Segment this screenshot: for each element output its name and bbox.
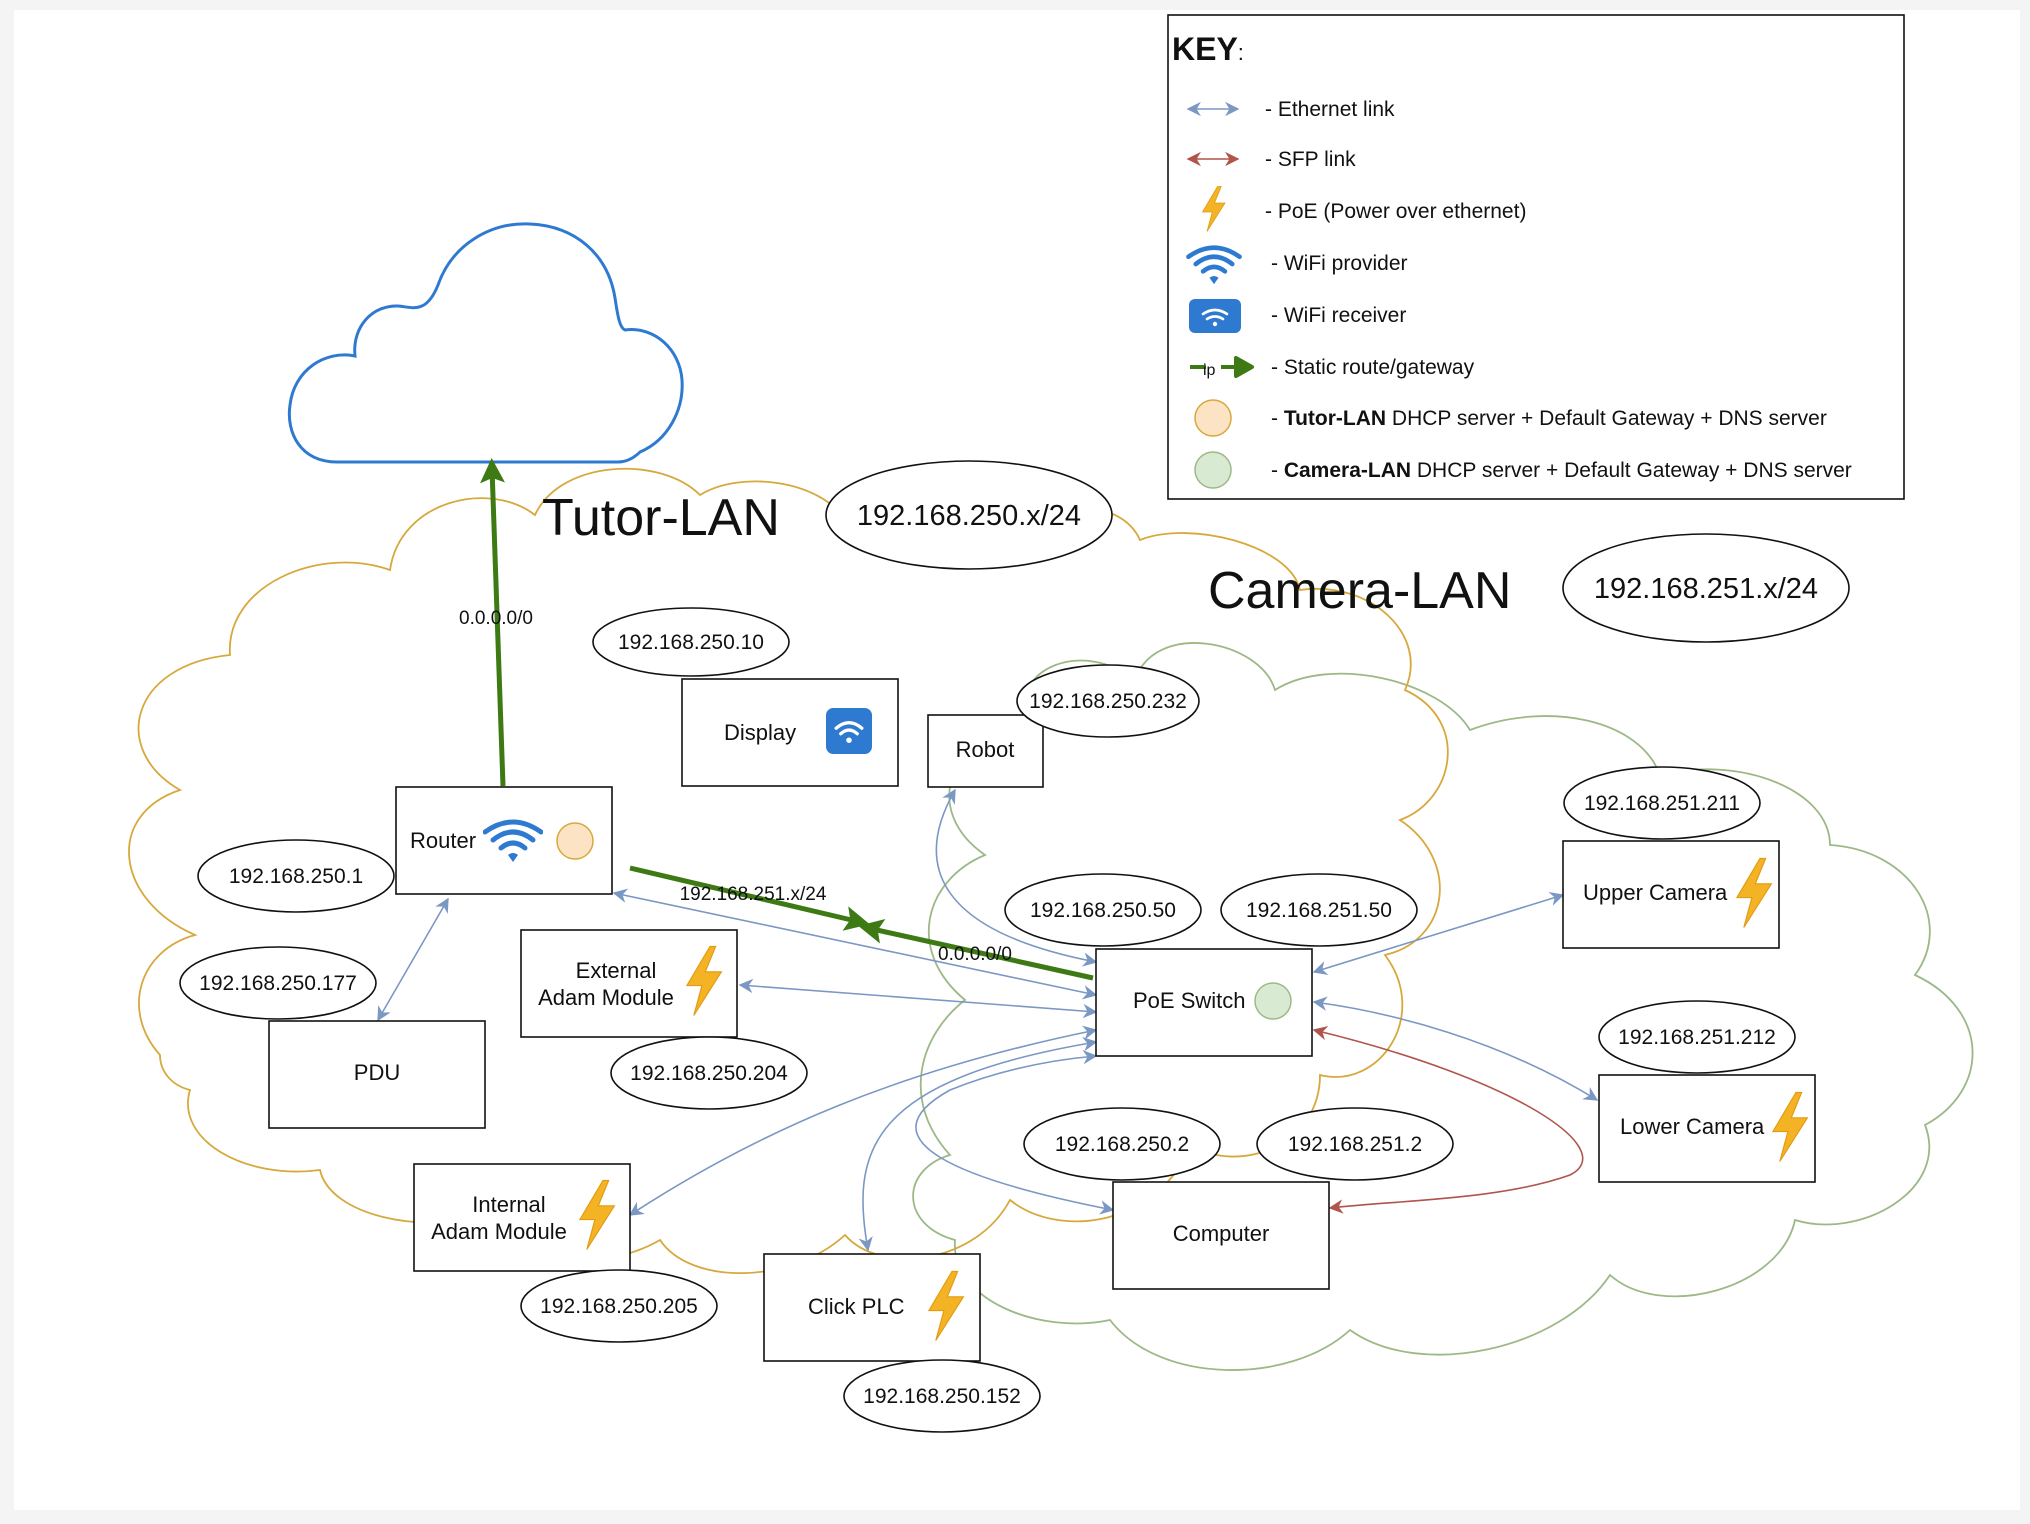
camera-subnet-ellipse: [1562, 533, 1850, 643]
tutor-dhcp-icon: [1194, 399, 1232, 437]
camera-dhcp-icon: [1254, 982, 1292, 1020]
link-router-pdu: [377, 897, 449, 1022]
computer-camera-ip: 192.168.251.2: [1288, 1133, 1422, 1156]
display-label: Display: [724, 720, 796, 745]
camera-dhcp-icon: [1194, 451, 1232, 489]
computer-label: Computer: [1173, 1221, 1270, 1246]
router-ip: 192.168.250.1: [229, 865, 363, 888]
robot-ip-ellipse: [1016, 664, 1200, 738]
poe-switch-node: PoE Switch: [1095, 948, 1313, 1057]
to-tutor-route-label: 0.0.0.0/0: [938, 944, 1012, 965]
link-external-adam-switch: [738, 978, 1098, 1019]
internal-adam-node: Internal Adam Module: [413, 1163, 631, 1272]
svg-text:- Static route/gateway: - Static route/gateway: [1271, 356, 1475, 379]
tutor-subnet-ellipse: [825, 460, 1113, 570]
computer-tutor-ip: 192.168.250.2: [1055, 1133, 1189, 1156]
svg-text:- PoE (Power over ethernet): - PoE (Power over ethernet): [1265, 200, 1526, 223]
pdu-ip-ellipse: [179, 946, 377, 1020]
static-route-icon-text: ip: [1203, 362, 1216, 379]
click-plc-node: Click PLC: [763, 1253, 981, 1362]
tutor-lan-cloud: [128, 468, 1449, 1275]
external-adam-ip: 192.168.250.204: [630, 1062, 788, 1085]
upper-camera-ip: 192.168.251.211: [1584, 792, 1740, 815]
external-adam-ip-ellipse: [610, 1036, 808, 1110]
ethernet-links: [377, 788, 1599, 1252]
link-router-switch: [612, 888, 1098, 1000]
computer-camera-ip-ellipse: [1256, 1107, 1454, 1181]
external-adam-label-1: External: [576, 958, 657, 983]
router-label: Router: [410, 828, 476, 853]
upper-camera-label: Upper Camera: [1583, 880, 1728, 905]
link-lower-camera-switch: [1312, 996, 1599, 1101]
legend-poe: - PoE (Power over ethernet): [1202, 186, 1526, 232]
tutor-lan-title: Tutor-LAN: [542, 489, 780, 547]
legend-ethernet: - Ethernet link: [1186, 98, 1395, 121]
svg-text:- Ethernet link: - Ethernet link: [1265, 98, 1395, 121]
display-node: Display: [681, 678, 899, 787]
click-plc-label: Click PLC: [808, 1294, 905, 1319]
camera-subnet-label: 192.168.251.x/24: [1594, 573, 1818, 605]
router-node: Router: [395, 786, 613, 895]
pdu-ip: 192.168.250.177: [199, 972, 357, 995]
route-to-internet: [480, 458, 506, 787]
internal-adam-label-2: Adam Module: [431, 1219, 567, 1244]
link-computer-switch: [915, 1049, 1115, 1215]
lower-camera-node: Lower Camera: [1598, 1074, 1816, 1183]
upper-camera-ip-ellipse: [1563, 766, 1761, 840]
legend: KEY: - Ethernet link - SFP link - PoE (P…: [1167, 14, 1905, 500]
link-upper-camera-switch: [1312, 891, 1565, 976]
camera-lan-title: Camera-LAN: [1208, 562, 1511, 620]
static-route-icon: [1221, 356, 1254, 378]
lower-camera-ip-ellipse: [1598, 1000, 1796, 1074]
display-ip-ellipse: [592, 607, 790, 677]
click-plc-ip: 192.168.250.152: [863, 1385, 1021, 1408]
computer-tutor-ip-ellipse: [1023, 1107, 1221, 1181]
switch-tutor-ip-ellipse: [1004, 873, 1202, 947]
router-ip-ellipse: [197, 839, 395, 913]
robot-label: Robot: [956, 737, 1015, 762]
svg-text:- WiFi receiver: - WiFi receiver: [1271, 304, 1406, 327]
pdu-node: PDU: [268, 1020, 486, 1129]
internal-adam-label-1: Internal: [472, 1192, 545, 1217]
internal-adam-ip-ellipse: [520, 1269, 718, 1343]
external-adam-label-2: Adam Module: [538, 985, 674, 1010]
lower-camera-label: Lower Camera: [1620, 1114, 1765, 1139]
tutor-subnet-label: 192.168.250.x/24: [857, 500, 1081, 532]
pdu-label: PDU: [354, 1060, 400, 1085]
legend-title: KEY:: [1172, 31, 1244, 67]
legend-wifi-provider: - WiFi provider: [1188, 248, 1408, 285]
display-ip: 192.168.250.10: [618, 631, 764, 654]
switch-camera-ip-ellipse: [1220, 873, 1418, 947]
poe-switch-label: PoE Switch: [1133, 988, 1246, 1013]
upper-camera-node: Upper Camera: [1562, 840, 1780, 949]
internet-cloud: [287, 222, 684, 464]
svg-text:- Tutor-LAN DHCP server + Defa: - Tutor-LAN DHCP server + Default Gatewa…: [1271, 407, 1827, 430]
legend-tutor-dhcp: - Tutor-LAN DHCP server + Default Gatewa…: [1194, 399, 1827, 437]
robot-ip: 192.168.250.232: [1029, 690, 1187, 713]
wifi-receiver-icon: [826, 706, 872, 756]
legend-camera-dhcp: - Camera-LAN DHCP server + Default Gatew…: [1194, 451, 1852, 489]
computer-node: Computer: [1112, 1181, 1330, 1290]
switch-camera-ip: 192.168.251.50: [1246, 899, 1392, 922]
svg-text:- Camera-LAN DHCP server + Def: - Camera-LAN DHCP server + Default Gatew…: [1271, 459, 1852, 482]
lower-camera-ip: 192.168.251.212: [1618, 1026, 1776, 1049]
legend-sfp: - SFP link: [1186, 148, 1356, 171]
tutor-dhcp-icon: [556, 822, 594, 860]
external-adam-node: External Adam Module: [520, 929, 738, 1038]
svg-text:- SFP link: - SFP link: [1265, 148, 1356, 171]
legend-static-route: ip - Static route/gateway: [1190, 356, 1475, 379]
link-plc-switch: [858, 1037, 1098, 1252]
internal-adam-ip: 192.168.250.205: [540, 1295, 698, 1318]
robot-node: Robot: [927, 714, 1044, 788]
switch-tutor-ip: 192.168.250.50: [1030, 899, 1176, 922]
sfp-link-switch-computer: [1312, 1026, 1584, 1214]
to-camera-route-label: 192.168.251.x/24: [680, 884, 827, 905]
internet-route-label: 0.0.0.0/0: [459, 608, 533, 629]
click-plc-ip-ellipse: [843, 1359, 1041, 1433]
legend-wifi-receiver: - WiFi receiver: [1189, 299, 1406, 333]
link-robot-switch: [935, 788, 1098, 967]
svg-text:- WiFi provider: - WiFi provider: [1271, 252, 1408, 275]
